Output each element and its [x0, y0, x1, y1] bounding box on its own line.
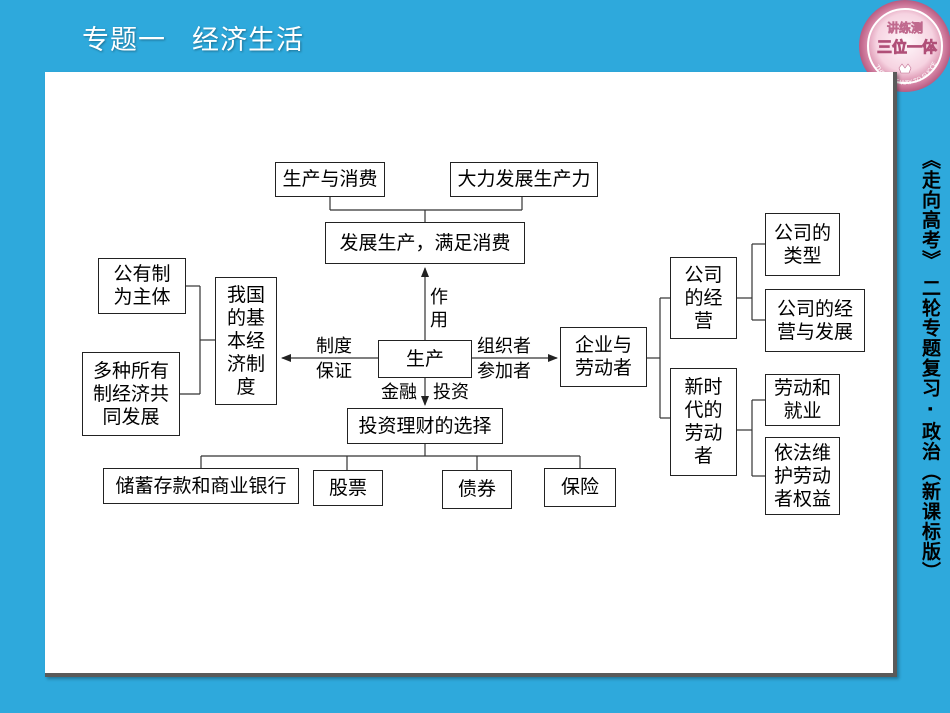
node-new-era-workers: 新时代的劳动者	[670, 368, 737, 476]
label-effect: 作用	[430, 287, 448, 331]
node-company-development: 公司的经营与发展	[765, 289, 865, 352]
node-stocks: 股票	[313, 470, 383, 506]
node-enterprise-and-labor: 企业与劳动者	[560, 327, 647, 387]
node-public-ownership: 公有制为主体	[98, 258, 186, 314]
node-basic-economic-system: 我国的基本经济制度	[215, 277, 277, 405]
node-company-types: 公司的类型	[765, 213, 840, 276]
label-investment: 投资	[433, 382, 469, 403]
node-develop-production-satisfy-consumption: 发展生产，满足消费	[325, 222, 525, 264]
node-production-and-consumption: 生产与消费	[275, 162, 385, 197]
node-protect-worker-rights: 依法维护劳动者权益	[765, 437, 840, 515]
label-organizer-participant: 组织者参加者	[477, 336, 531, 382]
node-multiple-ownership: 多种所有制经济共同发展	[82, 352, 180, 436]
node-production: 生产	[378, 340, 472, 378]
node-bonds: 债券	[442, 470, 512, 509]
label-finance: 金融	[381, 382, 417, 403]
node-savings-and-banks: 储蓄存款和商业银行	[103, 468, 299, 504]
crown-icon	[898, 63, 912, 74]
node-company-operations: 公司的经营	[670, 257, 737, 339]
node-labor-and-employment: 劳动和就业	[765, 374, 840, 426]
logo-line1: 讲练测	[887, 20, 923, 35]
node-develop-productivity: 大力发展生产力	[450, 162, 598, 197]
node-investment-choice: 投资理财的选择	[347, 408, 503, 444]
label-system-guarantee: 制度保证	[316, 336, 352, 382]
side-text: 《走向高考》 二轮专题复习 · 政治（新课标版）	[919, 150, 941, 582]
logo-line2: 三位一体	[877, 38, 938, 56]
page-title: 专题一经济生活	[82, 25, 304, 56]
node-insurance: 保险	[544, 468, 616, 507]
